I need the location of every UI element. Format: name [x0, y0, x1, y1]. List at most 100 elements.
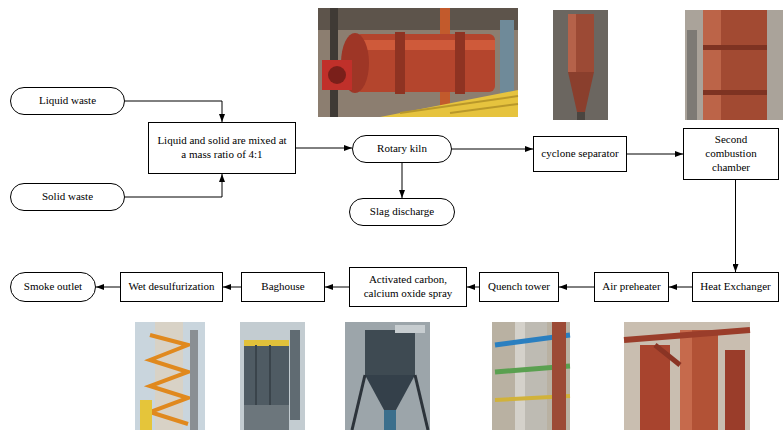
photo-shape [269, 345, 271, 405]
node-label: Smoke outlet [24, 280, 82, 294]
photo-shape [492, 322, 570, 430]
node-label: Liquid waste [39, 94, 96, 108]
photo-shape [135, 322, 205, 430]
node-label: Baghouse [261, 280, 304, 294]
photo-shape [415, 375, 428, 430]
photo-shape [365, 330, 415, 375]
photo-shape [624, 322, 750, 430]
node-label: Activated carbon, calcium oxide spray [357, 273, 459, 301]
photo-shape [318, 8, 518, 117]
terminal-pill: Liquid waste [10, 87, 125, 115]
node-label: Rotary kiln [377, 142, 427, 156]
photo-shape [400, 96, 518, 113]
baghouse-photo [240, 322, 305, 430]
process-box: Quench tower [479, 272, 559, 302]
photo-shape [355, 34, 495, 92]
flow-arrow [627, 154, 683, 155]
activated-carbon-photo [345, 322, 430, 430]
photo-shape [244, 340, 289, 346]
combustion-chamber-photo [685, 10, 783, 120]
photo-shape [328, 66, 346, 84]
photo-shape [318, 8, 518, 30]
photo-shape [703, 90, 767, 95]
quench-tower-photo [492, 322, 570, 430]
photo-shape [384, 410, 396, 430]
photo-shape [680, 330, 692, 430]
rotary-kiln-photo [318, 8, 518, 117]
photo-shape [244, 345, 289, 405]
flow-arrow [96, 287, 120, 288]
photo-shape [395, 325, 425, 333]
photo-shape [395, 32, 405, 94]
photo-shape [355, 40, 495, 50]
heat-exchanger-photo [624, 322, 750, 430]
process-box: Heat Exchanger [692, 272, 779, 302]
node-label: Heat Exchanger [700, 280, 771, 294]
photo-shape [140, 400, 152, 430]
photo-shape [240, 322, 305, 430]
node-label: Air preheater [602, 280, 660, 294]
photo-shape [687, 30, 697, 120]
photo-shape [455, 32, 465, 94]
photo-shape [568, 14, 594, 72]
photo-shape [703, 10, 767, 120]
flow-arrow [125, 101, 222, 122]
flow-arrow [325, 287, 349, 288]
photo-shape [624, 330, 750, 340]
process-box: Baghouse [241, 272, 325, 302]
photo-shape [345, 322, 430, 430]
photo-shape [655, 345, 680, 365]
photo-shape [725, 350, 745, 430]
photo-shape [380, 90, 518, 117]
photo-shape [500, 20, 514, 100]
photo-shape [568, 14, 576, 72]
photo-shape [640, 345, 670, 430]
photo-shape [552, 322, 566, 430]
photo-shape [352, 375, 365, 430]
node-label: Second combustion chamber [691, 133, 771, 174]
photo-shape [290, 330, 300, 420]
photo-shape [685, 10, 783, 120]
process-box: Wet desulfurization [120, 272, 223, 302]
process-box: Air preheater [594, 272, 669, 302]
process-box: cyclone separator [533, 136, 627, 172]
photo-shape [553, 10, 608, 120]
photo-shape [244, 405, 289, 430]
flow-arrow [452, 149, 533, 150]
node-label: Quench tower [488, 280, 550, 294]
node-label: Liquid and solid are mixed at a mass rat… [156, 134, 288, 162]
flow-arrow [669, 287, 692, 288]
cyclone-photo [553, 10, 608, 120]
photo-shape [515, 322, 525, 430]
flow-arrow [402, 163, 403, 198]
node-label: Solid waste [42, 190, 93, 204]
terminal-pill: Solid waste [10, 183, 125, 211]
photo-shape [577, 112, 585, 120]
flow-arrow [125, 174, 222, 197]
photo-shape [568, 72, 594, 112]
terminal-pill: Smoke outlet [10, 272, 96, 302]
flow-arrow [296, 148, 352, 149]
flow-arrow [735, 180, 736, 272]
process-box: Second combustion chamber [683, 128, 779, 180]
photo-shape [680, 330, 718, 430]
flow-arrow [467, 287, 479, 288]
photo-shape [190, 330, 198, 430]
node-label: Slag discharge [370, 205, 434, 219]
terminal-pill: Rotary kiln [352, 135, 452, 163]
photo-shape [703, 45, 767, 50]
photo-shape [255, 345, 257, 405]
photo-shape [703, 10, 721, 120]
desulfurization-photo [135, 322, 205, 430]
node-label: Wet desulfurization [128, 280, 214, 294]
process-box: Activated carbon, calcium oxide spray [349, 267, 467, 307]
node-label: cyclone separator [541, 147, 618, 161]
process-box: Liquid and solid are mixed at a mass rat… [148, 122, 296, 174]
flow-arrow [223, 287, 241, 288]
photo-shape [322, 60, 352, 90]
photo-shape [450, 104, 518, 113]
photo-shape [365, 375, 415, 410]
photo-shape [150, 335, 188, 424]
terminal-pill: Slag discharge [349, 198, 455, 226]
